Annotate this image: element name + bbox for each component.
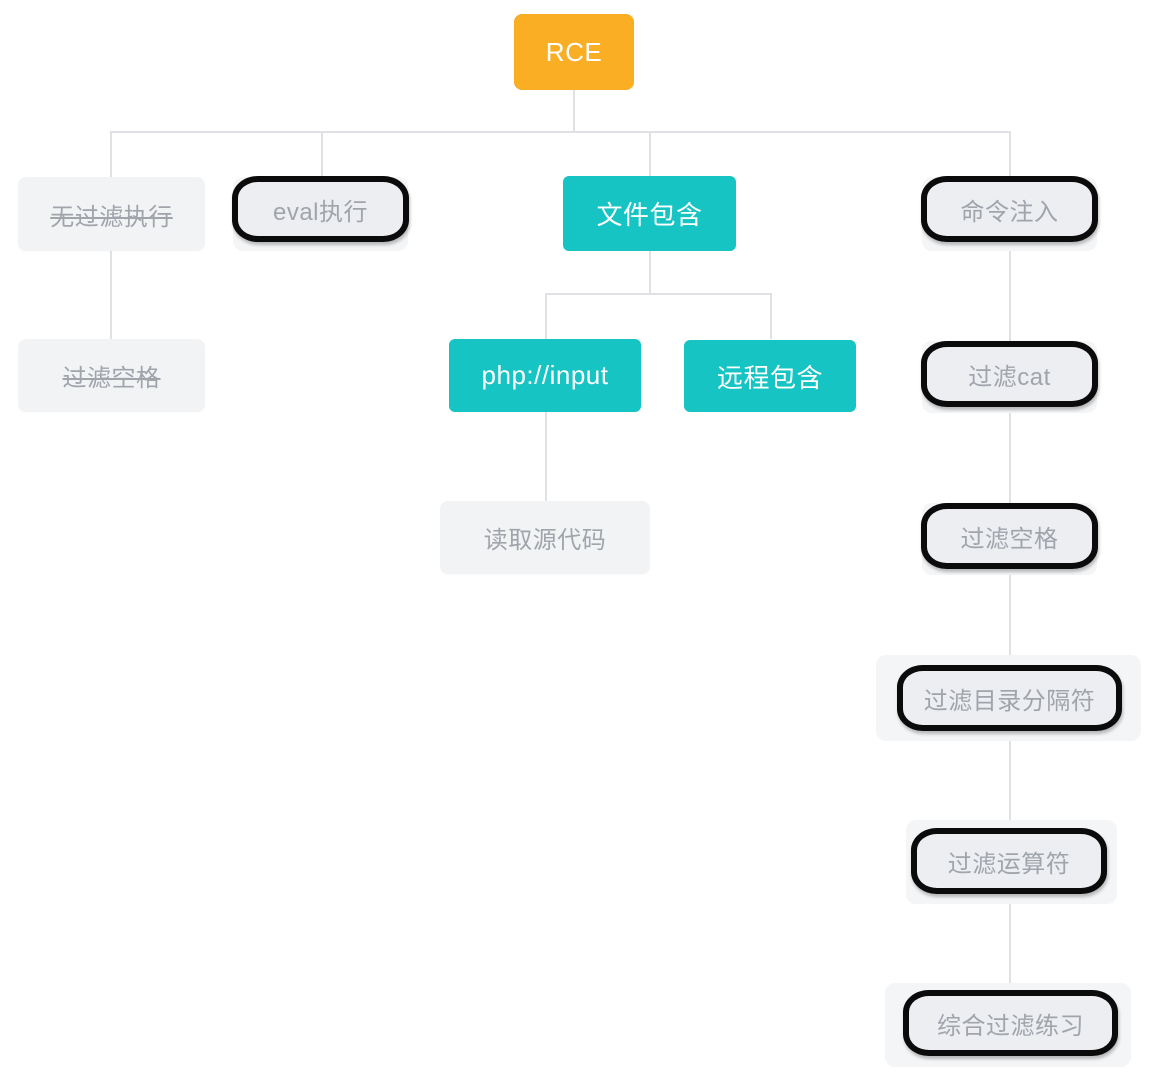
node-label: php://input	[481, 360, 609, 390]
node-filter-space-left[interactable]: 过滤空格	[18, 339, 205, 412]
node-label: 无过滤执行	[50, 203, 173, 231]
node-no-filter-exec[interactable]: 无过滤执行	[18, 177, 205, 251]
node-label: 读取源代码	[483, 527, 607, 554]
connector-drop-eval-exec	[321, 131, 323, 177]
connector-drop-php-input	[545, 293, 547, 339]
node-label: 过滤目录分隔符	[923, 687, 1096, 715]
node-php-input[interactable]: php://input	[449, 339, 641, 412]
connector-root-stem	[573, 90, 575, 132]
connector-filter-cat-to-filter-space	[1009, 412, 1011, 505]
node-read-source[interactable]: 读取源代码	[440, 501, 650, 574]
node-filter-space-right[interactable]: 过滤空格	[921, 503, 1098, 569]
node-filter-operator[interactable]: 过滤运算符	[911, 828, 1107, 894]
node-label: eval执行	[272, 198, 369, 226]
node-rce-root[interactable]: RCE	[514, 14, 634, 90]
node-filter-cat[interactable]: 过滤cat	[921, 341, 1098, 407]
node-label: 命令注入	[960, 198, 1059, 226]
node-label: 过滤cat	[968, 363, 1051, 391]
node-command-injection[interactable]: 命令注入	[921, 176, 1098, 242]
connector-drop-remote-include	[770, 293, 772, 339]
node-filter-dir-sep[interactable]: 过滤目录分隔符	[897, 665, 1122, 731]
node-label: RCE	[545, 36, 603, 67]
connector-filter-space-to-filter-dir-sep	[1009, 574, 1011, 666]
connector-no-filter-to-filter-space	[110, 250, 112, 340]
node-remote-include[interactable]: 远程包含	[684, 340, 856, 412]
connector-drop-file-include	[649, 131, 651, 177]
connector-drop-command-injection	[1009, 131, 1011, 177]
node-eval-exec[interactable]: eval执行	[232, 176, 409, 242]
connector-level1-bus	[110, 131, 1010, 133]
node-label: 过滤空格	[960, 525, 1059, 553]
node-comprehensive-filter[interactable]: 综合过滤练习	[903, 990, 1118, 1056]
connector-filter-dir-sep-to-filter-operator	[1009, 735, 1011, 828]
connector-command-injection-to-filter-cat	[1009, 250, 1011, 341]
connector-drop-no-filter-exec	[110, 131, 112, 177]
node-label: 过滤空格	[62, 365, 161, 392]
connector-file-include-stem	[649, 250, 651, 294]
connector-php-input-to-read-source	[545, 411, 547, 501]
node-file-include[interactable]: 文件包含	[563, 176, 736, 251]
node-label: 文件包含	[596, 200, 703, 230]
connector-file-include-bus	[545, 293, 772, 295]
node-label: 远程包含	[716, 362, 823, 393]
node-label: 综合过滤练习	[937, 1012, 1084, 1040]
node-label: 过滤运算符	[947, 850, 1071, 878]
connector-filter-operator-to-comprehensive	[1009, 897, 1011, 990]
